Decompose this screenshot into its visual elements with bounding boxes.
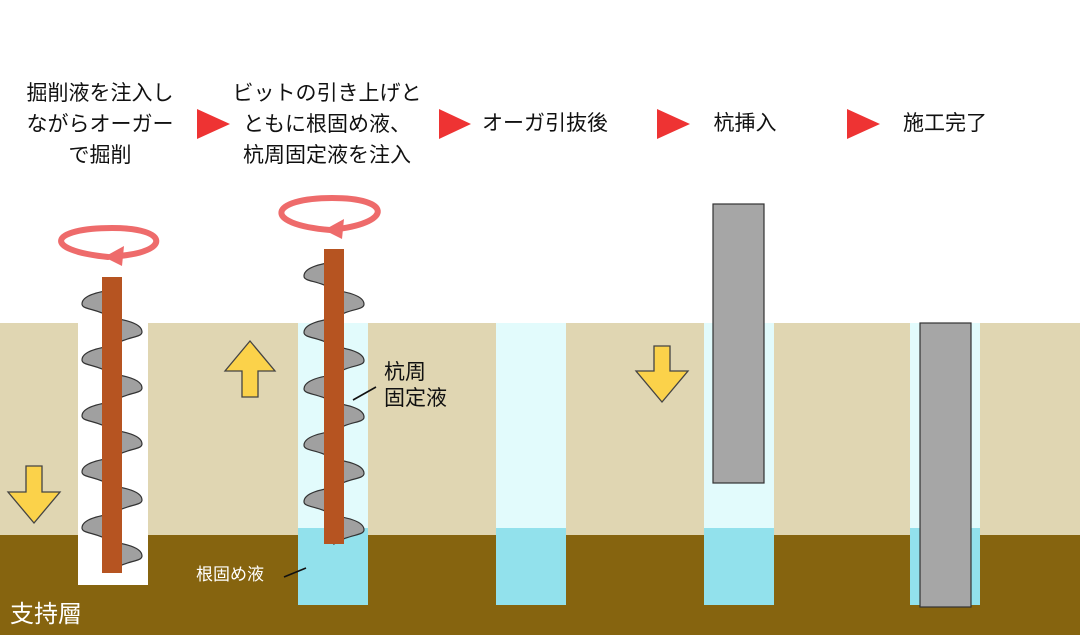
step-arrow-icon bbox=[197, 109, 230, 139]
root-fluid-leader bbox=[283, 567, 307, 578]
pile bbox=[919, 322, 972, 608]
step4-hole bbox=[704, 203, 774, 605]
move-down-arrow-icon bbox=[634, 345, 690, 404]
step-label-complete: 施工完了 bbox=[903, 111, 987, 135]
rotation-arrow-icon bbox=[58, 224, 160, 266]
step-label-inject: ビットの引き上げと ともに根固め液、 杭周固定液を注入 bbox=[232, 81, 422, 167]
step5-hole bbox=[910, 322, 980, 608]
pile-fluid-leader bbox=[352, 386, 377, 401]
move-up-arrow-icon bbox=[223, 339, 277, 398]
pile-fluid-label: 杭周 bbox=[384, 360, 426, 384]
step-arrow-icon bbox=[657, 109, 690, 139]
root-fluid-label: 根固め液 bbox=[196, 565, 264, 585]
step-label-drill: 掘削液を注入し ながらオーガー で掘削 bbox=[26, 81, 174, 167]
step3-hole bbox=[496, 323, 566, 605]
pile bbox=[712, 203, 765, 484]
step2-hole bbox=[298, 249, 368, 605]
move-down-arrow-icon bbox=[6, 465, 62, 525]
auger-rod bbox=[324, 249, 344, 544]
pile-fluid-label: 固定液 bbox=[384, 386, 447, 410]
auger-rod bbox=[102, 277, 122, 573]
bearing-layer-label: 支持層 bbox=[10, 600, 82, 628]
step1-hole bbox=[78, 277, 148, 585]
rotation-arrow-icon bbox=[278, 194, 381, 239]
step-arrow-icon bbox=[847, 109, 880, 139]
step-arrow-icon bbox=[439, 109, 471, 139]
step-label-withdraw: オーガ引抜後 bbox=[482, 111, 608, 135]
step-label-insert: 杭挿入 bbox=[713, 111, 777, 135]
